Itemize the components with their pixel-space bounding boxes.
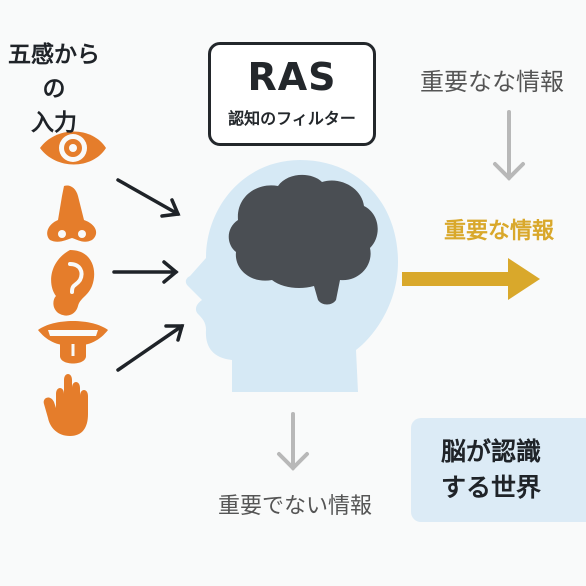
unimportant-info-label: 重要でない情報 [218, 494, 373, 519]
filter-down-arrow [493, 110, 525, 181]
hand-icon [43, 374, 88, 436]
senses-title: 五感からの 入力 [0, 38, 108, 140]
senses-title-line1: 五感からの [8, 42, 100, 102]
unimportant-down-arrow [277, 412, 309, 471]
tongue-icon [38, 321, 108, 364]
perceived-world-box: 脳が認識 する世界 [411, 418, 586, 522]
ras-title: RAS [247, 55, 337, 99]
senses-title-line2: 入力 [31, 110, 77, 136]
ras-box: RAS 認知のフィルター [208, 42, 376, 146]
world-line-2: する世界 [441, 473, 542, 502]
important-info-label: 重要な情報 [444, 219, 555, 244]
ras-subtitle: 認知のフィルター [228, 109, 356, 128]
important-arrow [402, 258, 540, 300]
input-arrows [112, 178, 185, 372]
top-right-label: 重要なな情報 [420, 68, 564, 96]
eye-icon [40, 131, 106, 165]
brain-icon [228, 174, 378, 305]
ear-icon [51, 250, 95, 316]
world-line-1: 脳が認識 [441, 437, 542, 466]
nose-icon [47, 185, 97, 242]
